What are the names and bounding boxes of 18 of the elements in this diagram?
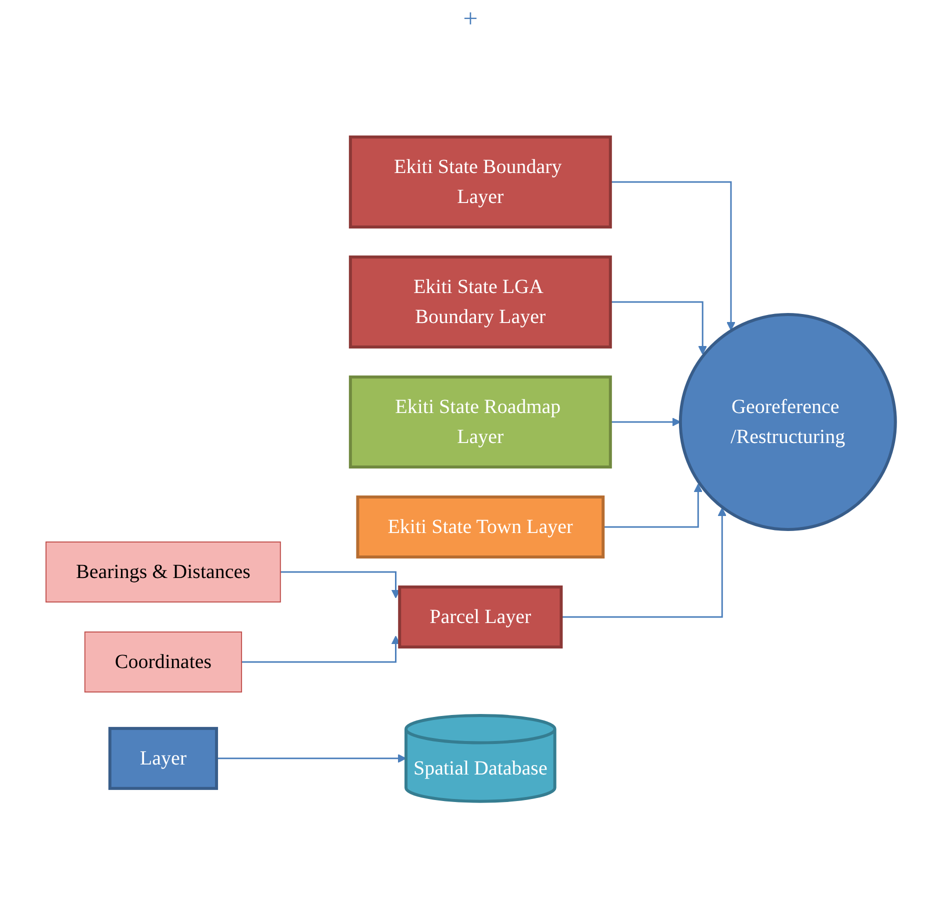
- node-circle: Georeference /Restructuring: [678, 313, 897, 532]
- arrow: [602, 484, 702, 528]
- node-box: Bearings & Distances: [45, 542, 281, 603]
- arrow: [610, 302, 707, 355]
- arrow: [216, 754, 406, 764]
- plus-sign: +: [463, 4, 478, 33]
- node-box: Ekiti State Town Layer: [356, 496, 604, 559]
- node-box: Ekiti State LGA Boundary Layer: [348, 256, 612, 349]
- arrow: [280, 572, 400, 599]
- arrow: [561, 508, 726, 618]
- node-box: Ekiti State Roadmap Layer: [348, 376, 612, 469]
- node-box: Coordinates: [84, 632, 242, 693]
- arrow: [610, 182, 736, 331]
- node-box: Ekiti State Boundary Layer: [348, 136, 612, 229]
- arrow: [610, 418, 681, 427]
- node-box: Parcel Layer: [398, 586, 562, 649]
- node-box: Layer: [108, 727, 218, 790]
- arrow: [241, 636, 400, 664]
